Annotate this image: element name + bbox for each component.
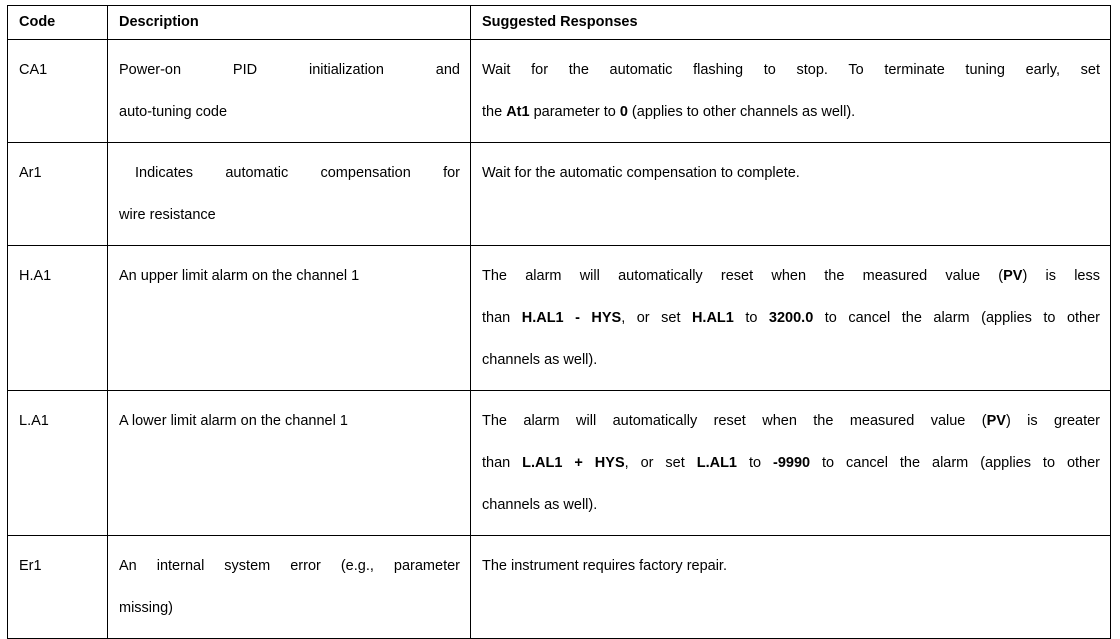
description-line: missing) xyxy=(119,600,173,616)
response-text: (applies to other channels as well). xyxy=(627,104,856,120)
description-line: Indicates automatic compensation for xyxy=(135,165,460,181)
response-line: than L.AL1 + HYS, or set L.AL1 to -9990 … xyxy=(482,442,1100,484)
response-line: The alarm will automatically reset when … xyxy=(482,255,1100,297)
response-text: the xyxy=(482,104,507,120)
response-line: Wait for the automatic compensation to c… xyxy=(482,152,1100,194)
table-body: CA1 Power-on PID initialization and auto-t… xyxy=(7,39,1111,639)
table-row: L.A1 A lower limit alarm on the channel 1… xyxy=(7,390,1111,536)
description-line: Power-on PID initialization and xyxy=(119,62,460,78)
table-row: H.A1 An upper limit alarm on the channel … xyxy=(7,245,1111,391)
table-row: CA1 Power-on PID initialization and auto-t… xyxy=(7,39,1111,143)
response-text: to xyxy=(737,455,773,471)
description-line: An internal system error (e.g., paramete… xyxy=(119,558,460,574)
response-line: Wait for the automatic flashing to stop.… xyxy=(482,49,1100,91)
cell-code: L.A1 xyxy=(7,390,108,536)
response-line: channels as well). xyxy=(482,339,1100,381)
response-text: to xyxy=(733,310,769,326)
cell-description: An upper limit alarm on the channel 1 xyxy=(107,245,471,391)
response-text: The alarm will automatically reset when … xyxy=(482,413,987,429)
cell-suggested-response: Wait for the automatic compensation to c… xyxy=(470,142,1111,246)
emphasis-term: H.AL1 - HYS xyxy=(521,310,622,326)
description-line: A lower limit alarm on the channel 1 xyxy=(119,413,348,429)
response-text: channels as well). xyxy=(482,497,598,513)
table-header-row: Code Description Suggested Responses xyxy=(7,5,1111,40)
response-text: than xyxy=(482,455,523,471)
cell-suggested-response: The instrument requires factory repair. xyxy=(470,535,1111,639)
response-text: parameter to xyxy=(529,104,620,120)
response-text: The instrument requires factory repair. xyxy=(482,558,727,574)
response-text: than xyxy=(482,310,522,326)
table-row: Ar1 Indicates automatic compensation for w… xyxy=(7,142,1111,246)
cell-code: Er1 xyxy=(7,535,108,639)
table-header: Code Description Suggested Responses xyxy=(7,5,1111,40)
cell-description: An internal system error (e.g., paramete… xyxy=(107,535,471,639)
cell-code: CA1 xyxy=(7,39,108,143)
code-reference-table: Code Description Suggested Responses CA1… xyxy=(7,5,1111,639)
response-text: channels as well). xyxy=(482,352,598,368)
emphasis-term: H.AL1 xyxy=(691,310,734,326)
response-text: ) is greater xyxy=(1005,413,1100,429)
emphasis-term: -9990 xyxy=(772,455,811,471)
cell-code: H.A1 xyxy=(7,245,108,391)
cell-suggested-response: Wait for the automatic flashing to stop.… xyxy=(470,39,1111,143)
cell-suggested-response: The alarm will automatically reset when … xyxy=(470,245,1111,391)
emphasis-term: PV xyxy=(1003,268,1023,284)
cell-description: Indicates automatic compensation for wire… xyxy=(107,142,471,246)
emphasis-term: L.AL1 xyxy=(696,455,737,471)
response-line: channels as well). xyxy=(482,484,1100,526)
response-text: Wait for the automatic flashing to stop.… xyxy=(482,62,1100,78)
response-text: to cancel the alarm (applies to other xyxy=(813,310,1101,326)
emphasis-term: At1 xyxy=(506,104,530,120)
description-line: wire resistance xyxy=(119,207,216,223)
response-text: ) is less xyxy=(1022,268,1100,284)
response-text: , or set xyxy=(621,310,692,326)
cell-suggested-response: The alarm will automatically reset when … xyxy=(470,390,1111,536)
emphasis-term: PV xyxy=(986,413,1006,429)
table-row: Er1 An internal system error (e.g., param… xyxy=(7,535,1111,639)
response-text: to cancel the alarm (applies to other xyxy=(810,455,1101,471)
emphasis-term: L.AL1 + HYS xyxy=(522,455,625,471)
response-line: the At1 parameter to 0 (applies to other… xyxy=(482,91,1100,133)
response-text: The alarm will automatically reset when … xyxy=(482,268,1004,284)
cell-description: Power-on PID initialization and auto-tuni… xyxy=(107,39,471,143)
response-line: than H.AL1 - HYS, or set H.AL1 to 3200.0… xyxy=(482,297,1100,339)
emphasis-term: 0 xyxy=(619,104,628,120)
response-text: , or set xyxy=(624,455,697,471)
cell-description: A lower limit alarm on the channel 1 xyxy=(107,390,471,536)
column-header-description: Description xyxy=(107,5,471,40)
emphasis-term: 3200.0 xyxy=(768,310,814,326)
code-reference-table-container: Code Description Suggested Responses CA1… xyxy=(7,5,1111,639)
column-header-suggested-responses: Suggested Responses xyxy=(470,5,1111,40)
description-line: An upper limit alarm on the channel 1 xyxy=(119,268,360,284)
response-line: The instrument requires factory repair. xyxy=(482,545,1100,587)
column-header-code: Code xyxy=(7,5,108,40)
cell-code: Ar1 xyxy=(7,142,108,246)
description-line: auto-tuning code xyxy=(119,104,228,120)
response-text: Wait for the automatic compensation to c… xyxy=(482,165,800,181)
response-line: The alarm will automatically reset when … xyxy=(482,400,1100,442)
